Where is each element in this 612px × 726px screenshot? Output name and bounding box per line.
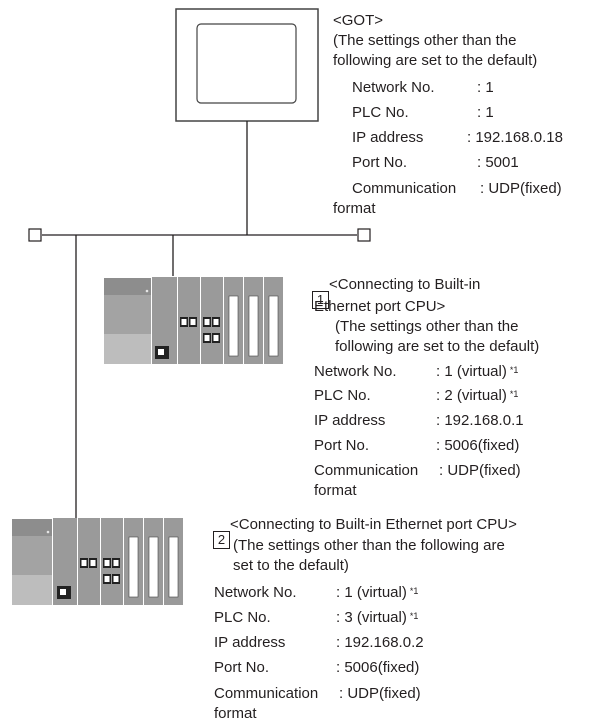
plc2-port-value: : 5006(fixed) bbox=[336, 659, 420, 676]
plc1-note-line-2: following are set to the default) bbox=[335, 338, 540, 355]
got-panel-icon bbox=[175, 8, 319, 122]
plc1-note-line-1: (The settings other than the bbox=[335, 318, 519, 335]
got-comm-value: : UDP(fixed) bbox=[480, 180, 562, 197]
plc1-ip-value: : 192.168.0.1 bbox=[436, 412, 524, 429]
plc1-number-badge: 1 bbox=[312, 291, 329, 309]
plc1-port-value: : 5006(fixed) bbox=[436, 437, 520, 454]
plc2-port-label: Port No. bbox=[214, 659, 270, 676]
got-ip-label: IP address bbox=[352, 129, 424, 146]
got-plc-value: : 1 bbox=[477, 104, 494, 121]
plc2-ip-value: : 192.168.0.2 bbox=[336, 634, 424, 651]
got-note-line-2: following are set to the default) bbox=[333, 52, 538, 69]
plc2-ip-label: IP address bbox=[214, 634, 286, 651]
got-port-label: Port No. bbox=[352, 154, 408, 171]
plc1-plc-label: PLC No. bbox=[314, 387, 371, 404]
plc1-title-line-1: <Connecting to Built-in bbox=[329, 276, 481, 293]
plc1-network-label: Network No. bbox=[314, 363, 397, 380]
plc2-network-label: Network No. bbox=[214, 584, 297, 601]
got-title: <GOT> bbox=[333, 12, 384, 29]
plc2-comm-label: Communication bbox=[214, 685, 319, 702]
got-comm-label: Communication bbox=[352, 180, 457, 197]
plc2-comm-value: : UDP(fixed) bbox=[339, 685, 421, 702]
plc1-port-label: Port No. bbox=[314, 437, 370, 454]
plc1-unit-icon bbox=[104, 277, 283, 364]
terminator-left-icon bbox=[28, 228, 42, 242]
got-note-line-1: (The settings other than the bbox=[333, 32, 517, 49]
plc2-plc-label: PLC No. bbox=[214, 609, 271, 626]
got-network-value: : 1 bbox=[477, 79, 494, 96]
plc2-format-label: format bbox=[214, 705, 257, 722]
plc1-format-label: format bbox=[314, 482, 357, 499]
plc2-number-badge: 2 bbox=[213, 531, 230, 549]
terminator-right-icon bbox=[357, 228, 371, 242]
got-network-label: Network No. bbox=[352, 79, 435, 96]
plc2-network-value: : 1 (virtual)*1 bbox=[336, 584, 419, 601]
plc1-ip-label: IP address bbox=[314, 412, 386, 429]
plc1-comm-value: : UDP(fixed) bbox=[439, 462, 521, 479]
plc2-unit-icon bbox=[12, 518, 183, 605]
plc1-comm-label: Communication bbox=[314, 462, 419, 479]
got-ip-value: : 192.168.0.18 bbox=[467, 129, 563, 146]
plc2-note-line-2: set to the default) bbox=[233, 557, 349, 574]
plc2-title-line-1: <Connecting to Built-in Ethernet port CP… bbox=[230, 516, 517, 533]
got-format-label: format bbox=[333, 200, 376, 217]
plc1-plc-value: : 2 (virtual)*1 bbox=[436, 387, 519, 404]
plc1-network-value: : 1 (virtual)*1 bbox=[436, 363, 519, 380]
ethernet-cables bbox=[42, 121, 357, 525]
plc2-note-line-1: (The settings other than the following a… bbox=[233, 537, 505, 554]
got-plc-label: PLC No. bbox=[352, 104, 409, 121]
plc1-title-line-2: Ethernet port CPU> bbox=[314, 298, 446, 315]
plc2-plc-value: : 3 (virtual)*1 bbox=[336, 609, 419, 626]
got-port-value: : 5001 bbox=[477, 154, 519, 171]
